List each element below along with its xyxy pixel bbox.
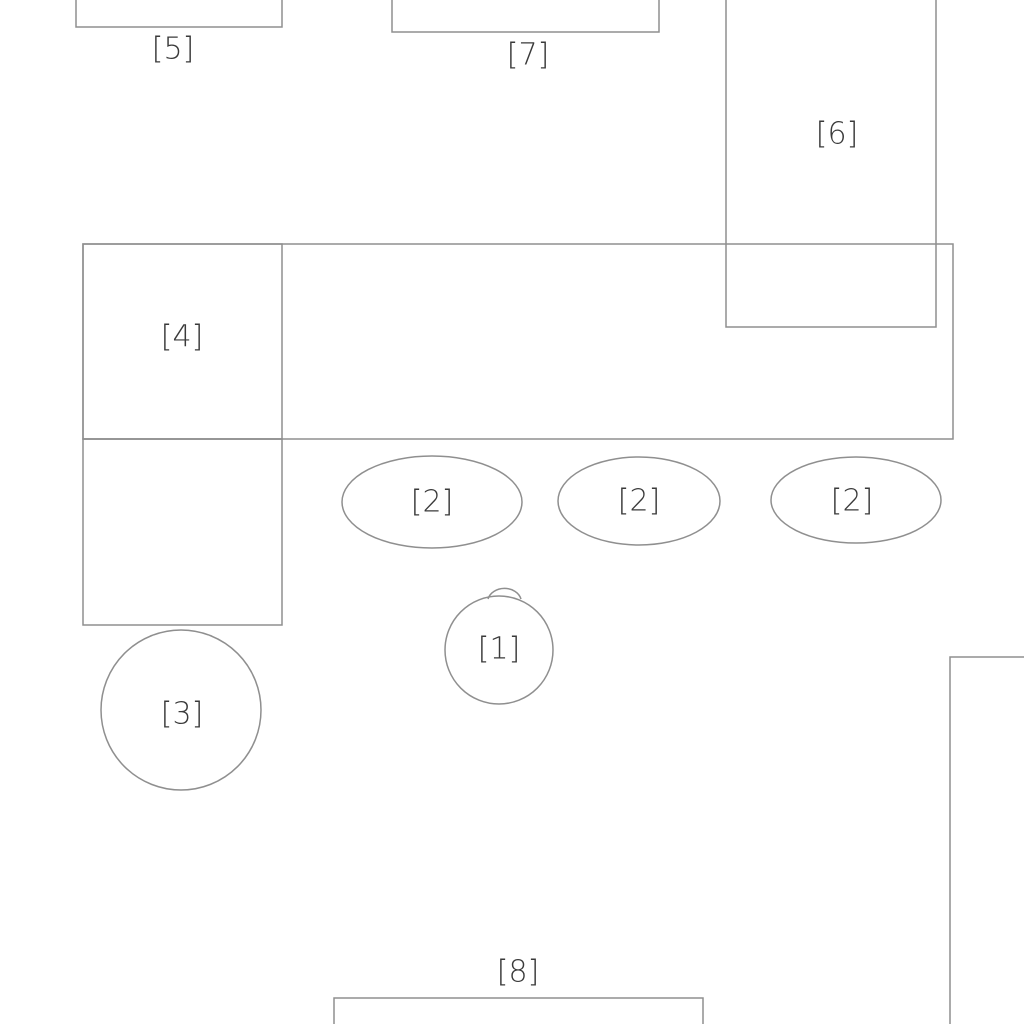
label-8: [8] — [497, 955, 540, 990]
object-1-circle — [444, 595, 554, 705]
object-2-ellipse-2 — [557, 456, 721, 546]
object-8-rect — [333, 997, 704, 1024]
label-5: [5] — [152, 32, 195, 67]
object-5-rect — [75, 0, 283, 28]
object-7-rect — [391, 0, 660, 33]
object-6-rect — [725, 0, 937, 328]
label-2-third: [2] — [831, 484, 874, 519]
right-edge-rect — [949, 656, 1024, 1024]
label-3: [3] — [161, 697, 204, 732]
object-3-circle — [100, 629, 262, 791]
lower-left-rect — [82, 438, 283, 626]
label-6: [6] — [816, 117, 859, 152]
object-2-ellipse-3 — [770, 456, 942, 544]
long-table-rect — [82, 243, 954, 440]
label-7: [7] — [507, 38, 550, 73]
object-1-head-bump — [487, 587, 522, 600]
label-4: [4] — [161, 320, 204, 355]
label-1: [1] — [478, 632, 521, 667]
label-2-first: [2] — [411, 485, 454, 520]
label-2-second: [2] — [618, 484, 661, 519]
object-2-ellipse-1 — [341, 455, 523, 549]
